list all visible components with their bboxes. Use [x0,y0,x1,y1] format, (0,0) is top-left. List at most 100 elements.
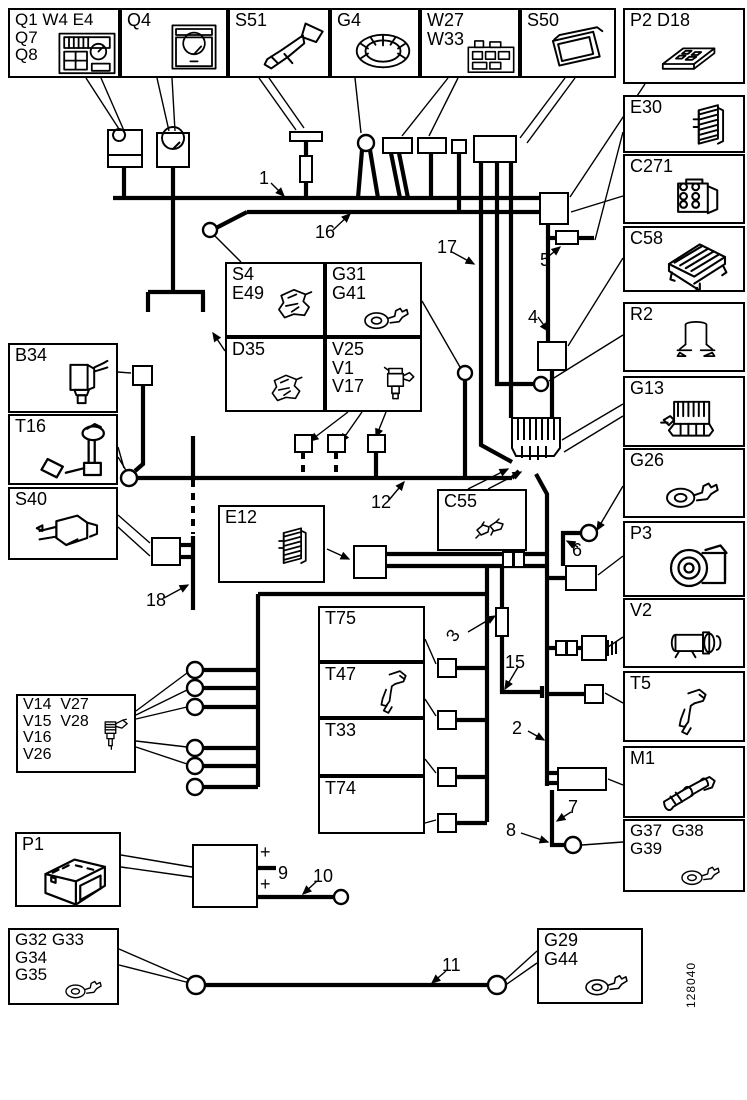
connector-box [353,545,387,579]
leader-line [581,841,624,846]
arrow-leader-line [270,182,285,197]
arrow-leader-line [451,251,476,265]
leader-line [506,962,538,985]
connector-box [451,139,467,154]
leader-line [569,83,646,198]
connector-circle [579,523,599,543]
leader-line [171,77,176,132]
connector-box [327,434,346,453]
connector-box [495,607,509,637]
connector-circle [185,756,205,776]
connector-circle [532,375,550,393]
arrow-leader-lines [163,182,624,984]
connector-box [502,551,514,568]
connector-circle [332,888,350,906]
battery-terminal-mark: + [260,842,271,862]
connector-box [367,434,386,453]
connector-box [555,230,579,245]
connector-box [537,341,567,371]
wire-number-5: 5 [540,250,550,270]
arrow-leader-line [555,811,572,822]
harness-wire [549,790,564,848]
wire-number-15: 15 [505,652,525,672]
connector-circle [456,364,474,382]
connector-circle [356,133,376,153]
wire-number-12: 12 [371,492,391,512]
wire-number-1: 1 [259,168,269,188]
connector-box [437,658,457,678]
harness-wire [367,149,381,199]
arrow-leader-line [520,832,550,844]
connector-box [584,684,604,704]
leader-line [214,235,242,263]
connector-circle [185,738,205,758]
arrow-leader-line [565,540,579,549]
connector-box [437,767,457,787]
arrow-leader-line [332,213,352,231]
harness-wire [510,469,521,480]
hidden-wires [191,452,338,534]
leader-line [561,403,624,441]
leader-line [421,300,461,368]
leader-line [607,778,624,786]
connector-box [294,434,313,453]
leader-line [504,950,538,981]
leader-line [120,854,193,868]
leader-line [424,638,437,665]
wire-number-18: 18 [146,590,166,610]
connector-box [289,131,323,142]
leader-line [135,706,188,720]
harness-wire [478,162,514,464]
connector-box [539,192,569,225]
leader-line [268,77,305,129]
harness-wire [355,149,365,199]
leader-line [117,371,132,374]
connector-circle [185,697,205,717]
arrow-leader-line [326,548,351,560]
connector-circle [119,468,139,488]
connector-symbols [107,126,617,996]
wire-number-7: 7 [568,797,578,817]
leader-line [135,672,188,712]
battery-terminal-mark: + [260,874,271,894]
wire-number-8: 8 [506,820,516,840]
leader-line [519,77,566,139]
leader-line [118,964,191,984]
arrow-leader-line [430,970,447,984]
arrow-leader-line [375,411,387,439]
connector-box [382,137,413,154]
leader-line [567,257,624,347]
leader-line [604,692,624,704]
leader-line [135,689,188,716]
arrow-leader-line [548,246,562,257]
arrow-leader-line [504,666,519,691]
leader-line [570,195,624,213]
wire-number-11: 11 [442,955,461,975]
arrow-leader-line [596,485,624,532]
leader-line [117,526,151,557]
leader-line [135,740,188,748]
connector-box [299,155,313,183]
harness-wire [215,210,248,230]
connector-circle [185,974,207,996]
leader-line [258,77,297,131]
leader-line [428,77,459,137]
arrow-leader-line [388,480,405,501]
leader-line [100,77,126,134]
connector-box [565,565,597,591]
harness-wire [396,152,411,199]
leader-line [594,131,624,241]
connector-circle [201,221,219,239]
connector-box [581,635,607,661]
leader-line [401,77,449,137]
leader-line [85,77,120,130]
harness-wire [133,385,146,473]
wire-number-10: 10 [313,866,333,886]
connector-circle [185,660,205,680]
leader-line [563,415,624,453]
leader-line [424,698,437,717]
leader-line [526,77,576,144]
harness-wires [113,140,594,988]
